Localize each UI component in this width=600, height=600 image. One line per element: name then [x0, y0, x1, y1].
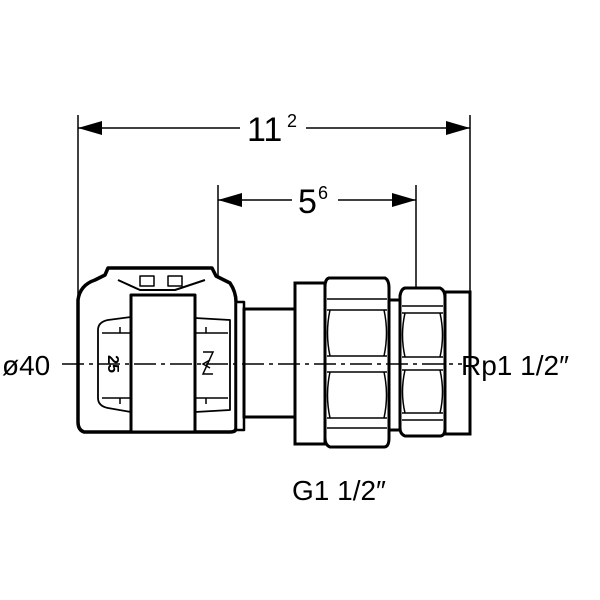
insertion-mark-icon	[201, 351, 215, 375]
male-thread-label: G1 1/2″	[292, 475, 386, 506]
dimension-insertion: 5 6	[218, 183, 416, 221]
hex-nut-large	[323, 276, 391, 449]
hex-nut-small	[398, 286, 447, 438]
dimension-insertion-sup: 6	[318, 183, 328, 203]
press-coupling-body	[76, 266, 246, 434]
pipe-diameter-label: ø40	[2, 350, 50, 381]
end-sleeve	[443, 290, 472, 436]
dimension-overall: 11 2	[78, 111, 470, 149]
female-thread-label: Rp1 1/2″	[461, 350, 569, 381]
stub-pipe	[242, 307, 297, 419]
union-fitting	[242, 276, 472, 449]
hex-facets	[326, 298, 444, 429]
dimension-overall-value: 11	[247, 111, 282, 149]
dimension-overall-sup: 2	[287, 111, 297, 131]
extension-lines	[77, 115, 471, 362]
dimension-insertion-value: 5	[298, 183, 317, 221]
